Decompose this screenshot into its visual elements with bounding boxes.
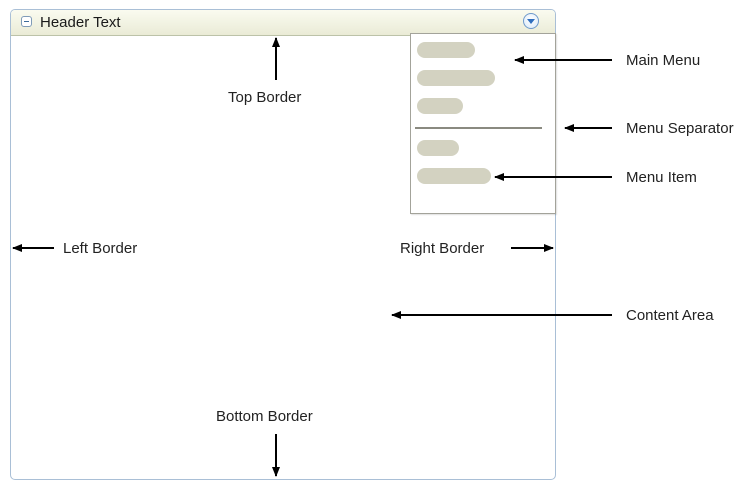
main-menu-label: Main Menu (626, 52, 701, 69)
menu-item[interactable] (417, 98, 463, 114)
bottom-border-label: Bottom Border (216, 408, 313, 425)
menu-item[interactable] (417, 42, 475, 58)
top-border-label: Top Border (228, 89, 302, 106)
content-area-label: Content Area (626, 307, 714, 324)
panel-header: Header Text (11, 10, 555, 36)
dropdown-icon[interactable] (523, 13, 539, 29)
menu-separator (415, 127, 542, 129)
menu-separator-label: Menu Separator (626, 120, 734, 137)
menu-item[interactable] (417, 140, 459, 156)
menu-item-label: Menu Item (626, 169, 697, 186)
menu-item[interactable] (417, 70, 495, 86)
right-border-label: Right Border (400, 240, 485, 257)
main-menu (410, 33, 556, 214)
collapse-icon[interactable] (21, 16, 32, 27)
left-border-label: Left Border (63, 240, 138, 257)
header-text: Header Text (40, 14, 121, 31)
menu-item[interactable] (417, 168, 491, 184)
